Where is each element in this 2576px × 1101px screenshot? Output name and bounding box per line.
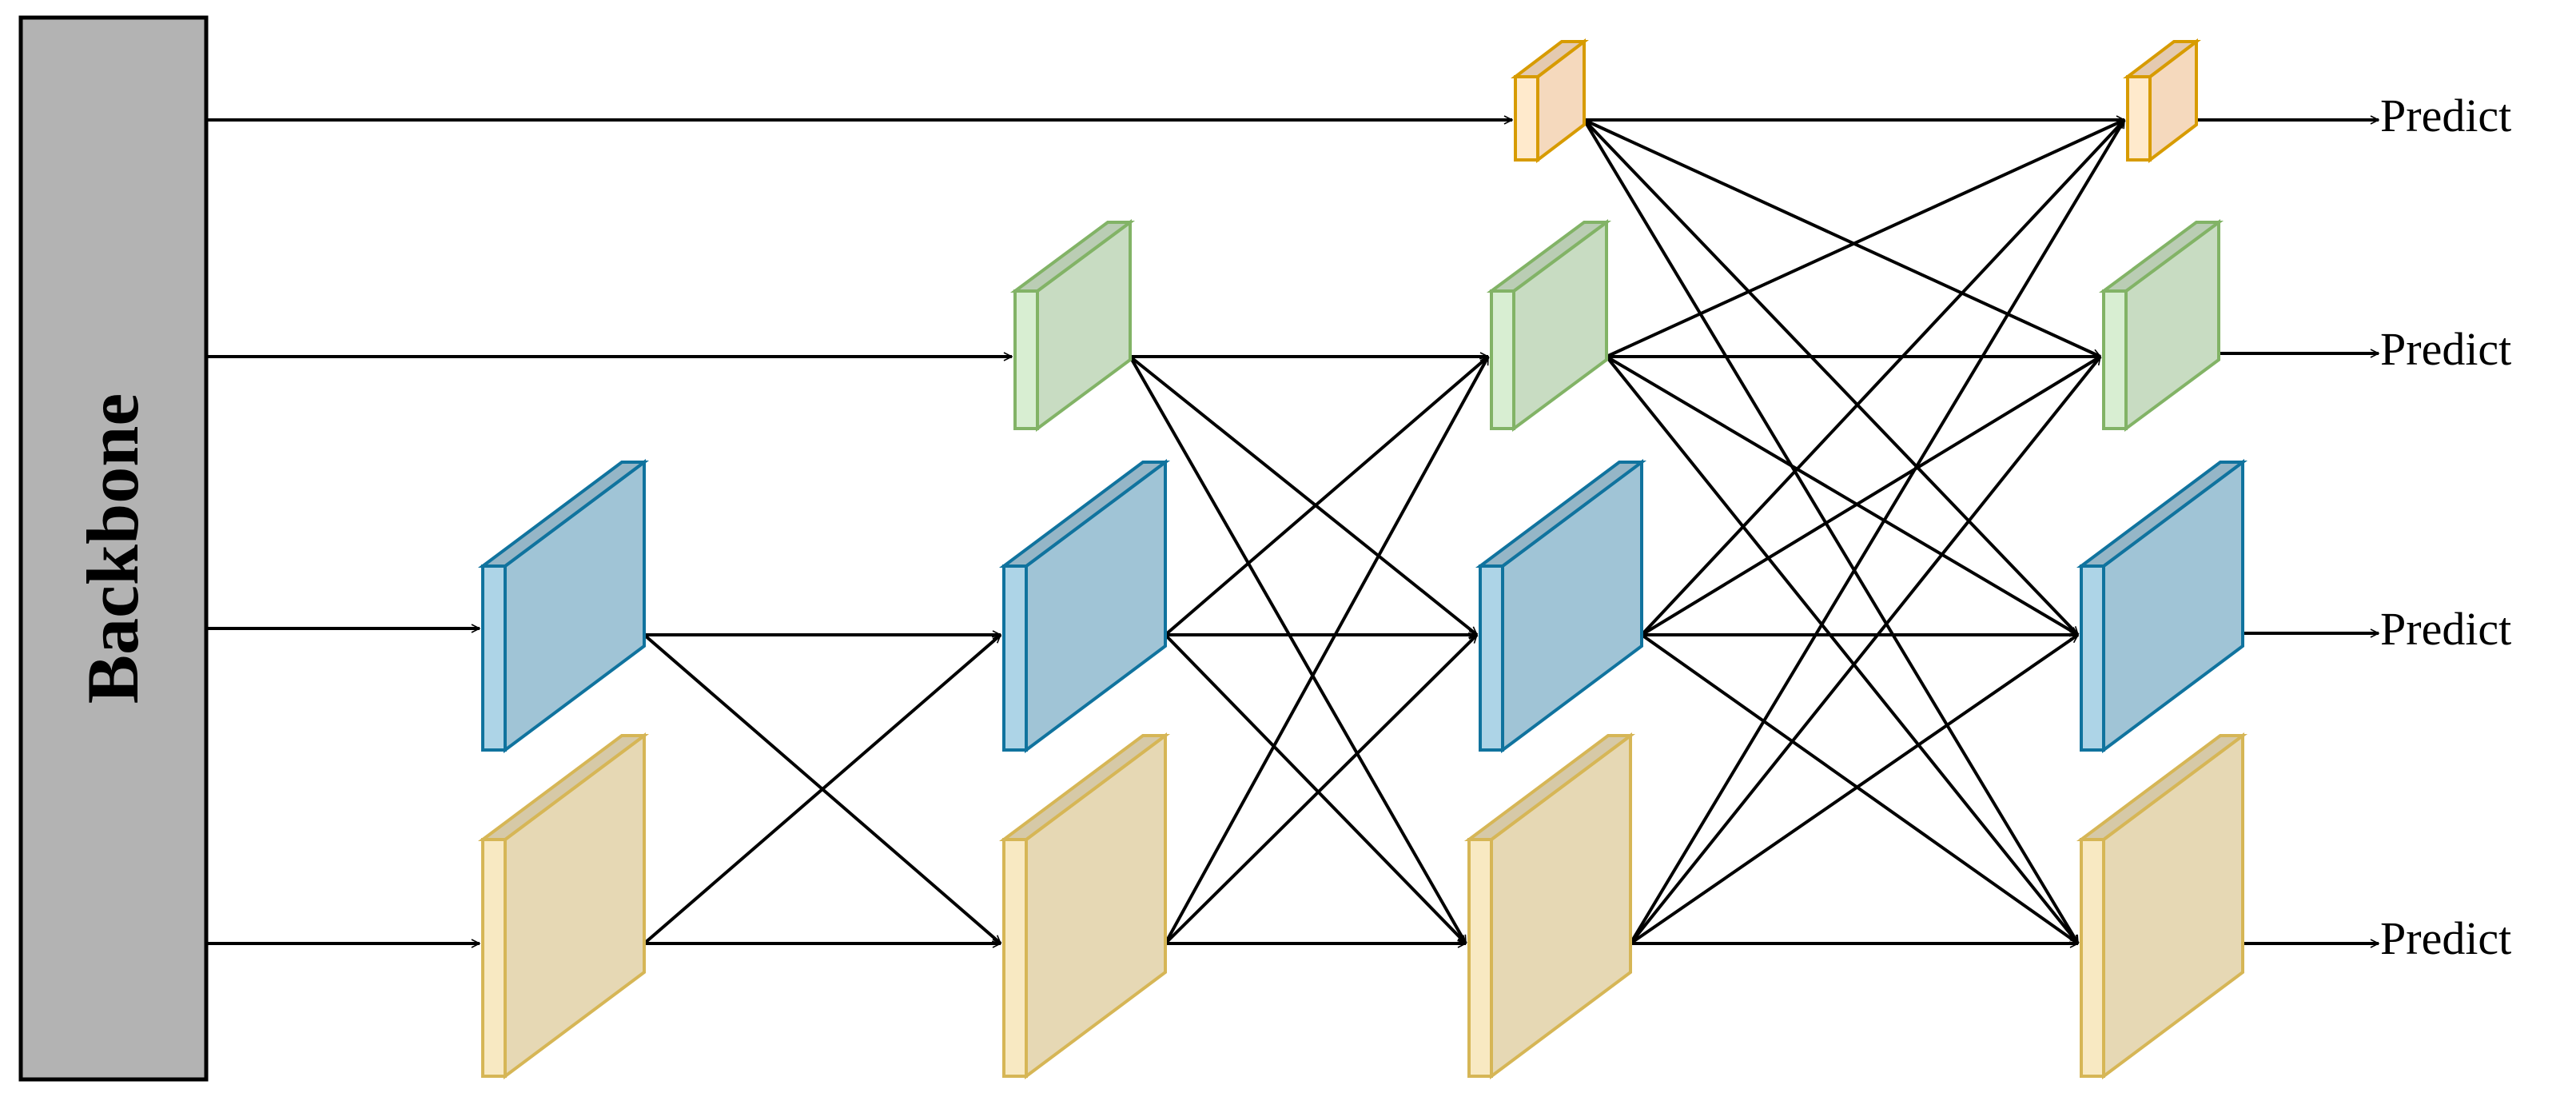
arrow-p2b-to-p4c	[1129, 356, 1467, 943]
feature-map-p2b	[1009, 219, 1136, 432]
feature-map-p3a	[477, 459, 650, 753]
arrow-p2b-to-p3c	[1129, 355, 1477, 636]
arrow-p3c-to-p1d	[1640, 118, 2126, 636]
arrow-p1c-to-p4d	[1583, 118, 2080, 943]
arrow-p4a-to-p3b	[643, 633, 1001, 945]
feature-map-front	[1013, 289, 1039, 430]
backbone-block	[18, 15, 209, 1082]
arrow-p2c-to-p1d	[1606, 118, 2124, 358]
arrow-p3b-to-p2c	[1164, 355, 1488, 636]
arrow-p2c-to-p4d	[1605, 355, 2080, 943]
predict-label-level-3: Predict	[2380, 603, 2511, 655]
feature-map-front	[481, 838, 507, 1078]
feature-maps	[477, 38, 2248, 1079]
feature-map-front	[1002, 838, 1028, 1078]
backbone-label: Backbone	[72, 393, 153, 704]
connection-arrows	[206, 120, 2379, 943]
arrow-p2c-to-p3d	[1605, 355, 2078, 636]
predict-label-level-1: Predict	[2380, 90, 2511, 142]
arrow-p3c-to-p4d	[1640, 633, 2078, 945]
feature-map-front	[481, 564, 507, 752]
feature-map-front	[2080, 838, 2105, 1078]
feature-map-p4a	[477, 732, 650, 1079]
arrow-p4c-to-p3d	[1629, 633, 2078, 945]
feature-map-front	[1514, 75, 1539, 162]
feature-map-p1c	[1511, 38, 1589, 164]
arrow-p1c-to-p3d	[1583, 118, 2080, 636]
feature-map-p3d	[2076, 459, 2248, 753]
feature-map-front	[2080, 564, 2105, 752]
feature-map-front	[1479, 564, 1504, 752]
feature-map-p4b	[998, 732, 1171, 1079]
arrow-p3c-to-p2d	[1640, 355, 2100, 636]
feature-map-p3b	[998, 459, 1171, 753]
feature-map-p1d	[2123, 38, 2201, 164]
arrow-p4c-to-p2d	[1629, 357, 2102, 945]
feature-map-front	[1002, 564, 1028, 752]
arrow-p4b-to-p3c	[1164, 633, 1479, 945]
feature-map-front	[2126, 75, 2152, 162]
feature-map-p3c	[1475, 459, 1647, 753]
feature-map-p4c	[1463, 732, 1636, 1079]
arrow-p1c-to-p2d	[1583, 118, 2100, 358]
feature-map-front	[2102, 289, 2128, 430]
predict-label-level-2: Predict	[2380, 323, 2511, 375]
feature-map-front	[1490, 289, 1515, 430]
feature-map-p2c	[1486, 219, 1612, 432]
arrow-p4b-to-p2c	[1164, 357, 1490, 944]
feature-map-p4d	[2076, 732, 2248, 1079]
arrow-p4c-to-p1d	[1629, 120, 2126, 945]
predict-label-level-4: Predict	[2380, 912, 2511, 964]
feature-map-front	[1467, 838, 1493, 1078]
arrow-p3b-to-p4c	[1164, 633, 1467, 945]
feature-map-p2d	[2098, 219, 2224, 432]
